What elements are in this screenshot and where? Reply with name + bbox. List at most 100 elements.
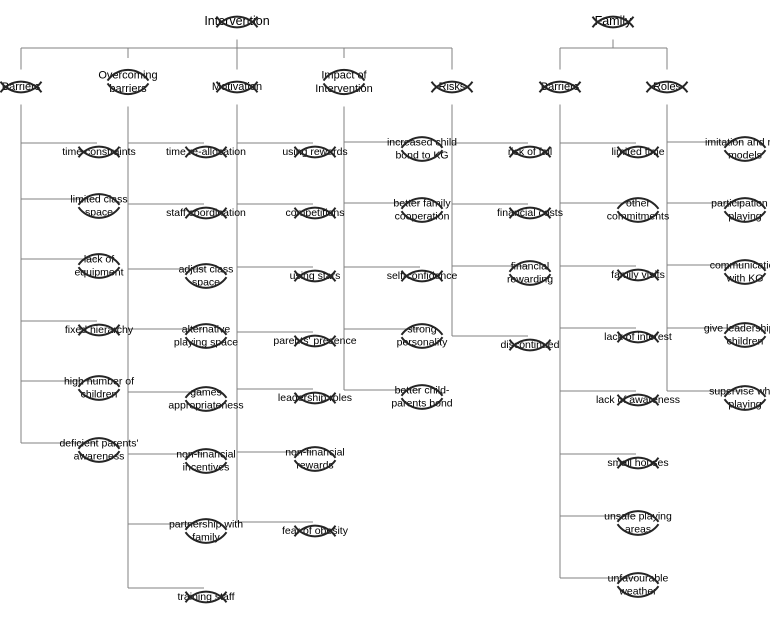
leaf-barriers-family-2-top-arc bbox=[616, 268, 660, 281]
leaf-motivation-5-top-arc bbox=[293, 446, 337, 459]
leaf-motivation-6-bottom-arc bbox=[293, 525, 337, 538]
leaf-overcoming-barriers-2-top-arc bbox=[184, 263, 228, 276]
leaf-barriers-intervention-5-top-arc bbox=[77, 437, 121, 450]
leaf-barriers-family-7-top-arc bbox=[616, 572, 660, 585]
leaf-overcoming-barriers-6-top-arc bbox=[184, 518, 228, 531]
leaf-motivation-2-bottom-arc bbox=[293, 270, 337, 283]
category-roles-family-bottom-arc bbox=[645, 81, 689, 94]
leaf-motivation-0-top-arc bbox=[293, 145, 337, 158]
leaf-barriers-intervention-1-bottom-arc bbox=[77, 206, 121, 219]
leaf-label-motivation-1: competitions bbox=[286, 207, 345, 219]
leaf-motivation-6-top-arc bbox=[293, 524, 337, 537]
category-barriers-intervention-bottom-arc bbox=[0, 81, 43, 94]
leaf-impact-of-intervention-3-top-arc bbox=[400, 323, 444, 336]
leaf-impact-of-intervention-0-top-arc bbox=[400, 136, 444, 149]
leaf-motivation-5-bottom-arc bbox=[293, 459, 337, 472]
leaf-motivation-2-top-arc bbox=[293, 269, 337, 282]
leaf-overcoming-barriers-6-bottom-arc bbox=[184, 531, 228, 544]
category-label-roles-family: Roles bbox=[653, 81, 682, 93]
leaf-label-motivation-3: parents' presence bbox=[273, 335, 356, 347]
leaf-overcoming-barriers-7-bottom-arc bbox=[184, 591, 228, 604]
category-overcoming-barriers-bottom-arc bbox=[106, 82, 150, 96]
leaf-roles-family-4-bottom-arc bbox=[723, 398, 767, 411]
leaf-impact-of-intervention-4-bottom-arc bbox=[400, 397, 444, 410]
root-family-bottom-arc bbox=[591, 16, 635, 29]
category-motivation-top-arc bbox=[215, 80, 259, 93]
root-intervention-top-arc bbox=[215, 15, 259, 28]
leaf-barriers-intervention-5-bottom-arc bbox=[77, 450, 121, 463]
leaf-impact-of-intervention-4-top-arc bbox=[400, 384, 444, 397]
leaf-roles-family-0-bottom-arc bbox=[723, 149, 767, 162]
leaf-barriers-family-6-bottom-arc bbox=[616, 523, 660, 536]
leaf-label-barriers-family-3: lack of interest bbox=[604, 331, 672, 343]
leaf-risks-0-top-arc bbox=[508, 145, 552, 158]
leaf-barriers-family-0-top-arc bbox=[616, 145, 660, 158]
leaf-label-impact-of-intervention-4: better child-parents bond bbox=[391, 384, 452, 409]
leaf-barriers-family-5-top-arc bbox=[616, 456, 660, 469]
leaf-overcoming-barriers-3-bottom-arc bbox=[184, 336, 228, 349]
leaf-barriers-family-3-top-arc bbox=[616, 330, 660, 343]
leaf-barriers-intervention-2-bottom-arc bbox=[77, 266, 121, 279]
leaf-barriers-family-3-bottom-arc bbox=[616, 331, 660, 344]
leaf-label-barriers-family-4: lack of awareness bbox=[596, 394, 680, 406]
leaf-impact-of-intervention-1-bottom-arc bbox=[400, 210, 444, 223]
leaf-barriers-family-0-bottom-arc bbox=[616, 146, 660, 159]
leaf-impact-of-intervention-1-top-arc bbox=[400, 197, 444, 210]
leaf-overcoming-barriers-4-bottom-arc bbox=[184, 399, 228, 412]
category-barriers-family-top-arc bbox=[538, 80, 582, 93]
category-label-risks: Risks bbox=[439, 81, 466, 93]
leaf-overcoming-barriers-2-bottom-arc bbox=[184, 276, 228, 289]
leaf-impact-of-intervention-2-bottom-arc bbox=[400, 270, 444, 283]
leaf-barriers-intervention-3-top-arc bbox=[77, 323, 121, 336]
leaf-roles-family-3-top-arc bbox=[723, 322, 767, 335]
leaf-label-barriers-family-5: small houses bbox=[607, 457, 668, 469]
leaf-overcoming-barriers-1-bottom-arc bbox=[184, 207, 228, 220]
category-barriers-family-bottom-arc bbox=[538, 81, 582, 94]
leaf-roles-family-0-top-arc bbox=[723, 136, 767, 149]
leaf-label-roles-family-2: communicationwith KG bbox=[710, 259, 770, 284]
leaf-label-overcoming-barriers-7: training staff bbox=[177, 591, 234, 603]
leaf-overcoming-barriers-5-top-arc bbox=[184, 448, 228, 461]
leaf-risks-1-top-arc bbox=[508, 206, 552, 219]
leaf-label-risks-1: financial costs bbox=[497, 207, 563, 219]
leaf-roles-family-2-top-arc bbox=[723, 259, 767, 272]
category-label-motivation: Motivation bbox=[212, 81, 262, 93]
leaf-barriers-family-1-top-arc bbox=[616, 197, 660, 210]
leaf-barriers-intervention-1-top-arc bbox=[77, 193, 121, 206]
leaf-barriers-family-6-top-arc bbox=[616, 510, 660, 523]
leaf-roles-family-3-bottom-arc bbox=[723, 335, 767, 348]
leaf-barriers-intervention-3-bottom-arc bbox=[77, 324, 121, 337]
leaf-risks-1-bottom-arc bbox=[508, 207, 552, 220]
leaf-overcoming-barriers-3-top-arc bbox=[184, 323, 228, 336]
category-overcoming-barriers-top-arc bbox=[106, 68, 150, 82]
leaf-roles-family-1-bottom-arc bbox=[723, 210, 767, 223]
root-label-intervention: Intervention bbox=[204, 14, 269, 28]
leaf-barriers-intervention-0-bottom-arc bbox=[77, 146, 121, 159]
category-roles-family-top-arc bbox=[645, 80, 689, 93]
leaf-impact-of-intervention-3-bottom-arc bbox=[400, 336, 444, 349]
leaf-label-roles-family-0: imitation and rolemodels bbox=[705, 136, 770, 161]
leaf-motivation-3-top-arc bbox=[293, 334, 337, 347]
leaf-motivation-1-bottom-arc bbox=[293, 207, 337, 220]
leaf-overcoming-barriers-0-bottom-arc bbox=[184, 146, 228, 159]
leaf-impact-of-intervention-0-bottom-arc bbox=[400, 149, 444, 162]
root-family-top-arc bbox=[591, 15, 635, 28]
leaf-risks-3-bottom-arc bbox=[508, 339, 552, 352]
category-impact-of-intervention-top-arc bbox=[322, 68, 366, 82]
leaf-overcoming-barriers-0-top-arc bbox=[184, 145, 228, 158]
